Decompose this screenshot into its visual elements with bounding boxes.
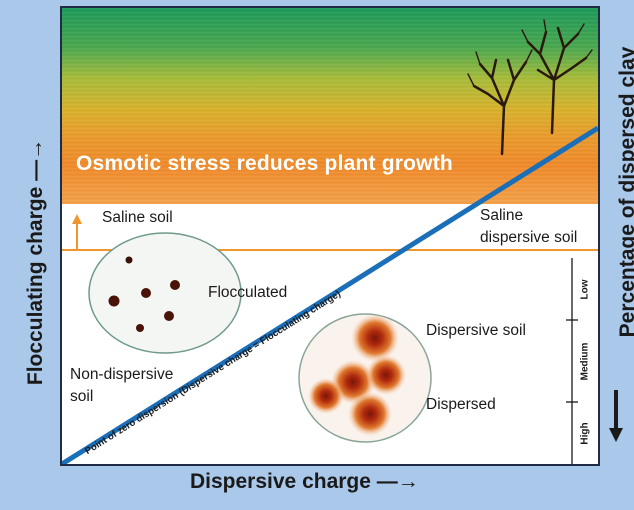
clay-scale-medium: Medium xyxy=(579,342,591,381)
osmotic-stress-banner xyxy=(62,8,598,204)
arrow-down-head xyxy=(609,428,623,442)
banner-title: Osmotic stress reduces plant growth xyxy=(76,152,453,175)
zero-dispersion-line xyxy=(62,125,598,464)
non-dispersive-label-line2: soil xyxy=(70,388,94,405)
saline-arrow-head xyxy=(72,214,82,224)
arrow-right-icon: —→ xyxy=(376,470,419,493)
x-axis-text: Dispersive charge xyxy=(190,470,371,493)
saline-dispersive-label-line2: dispersive soil xyxy=(480,229,578,246)
dispersive-soil-label: Dispersive soil xyxy=(426,322,526,339)
tree-icon xyxy=(467,19,593,156)
y-axis-left-label: Flocculating charge —→ xyxy=(24,132,48,392)
y-axis-left-text: Flocculating charge xyxy=(24,186,47,386)
clay-scale-high: High xyxy=(579,422,591,445)
dispersed-label: Dispersed xyxy=(426,396,496,413)
clay-scale xyxy=(566,258,578,464)
arrow-up-icon: —→ xyxy=(24,138,47,181)
flocculated-dish xyxy=(88,232,242,354)
clay-scale-low: Low xyxy=(579,279,591,300)
arrow-down-icon xyxy=(614,390,618,430)
y-axis-right-label: Percentage of dispersed clay xyxy=(616,46,634,338)
saline-soil-label: Saline soil xyxy=(102,209,173,226)
non-dispersive-label-line1: Non-dispersive xyxy=(70,366,174,383)
x-axis-label: Dispersive charge —→ xyxy=(190,470,419,494)
saline-dispersive-label-line1: Saline xyxy=(480,207,524,224)
dispersed-dish xyxy=(298,313,432,443)
diagram-overlay xyxy=(62,19,598,464)
diagram-frame: Osmotic stress reduces plant growth Sali… xyxy=(60,6,600,466)
flocculated-label: Flocculated xyxy=(208,284,288,301)
banner-texture xyxy=(62,8,598,204)
